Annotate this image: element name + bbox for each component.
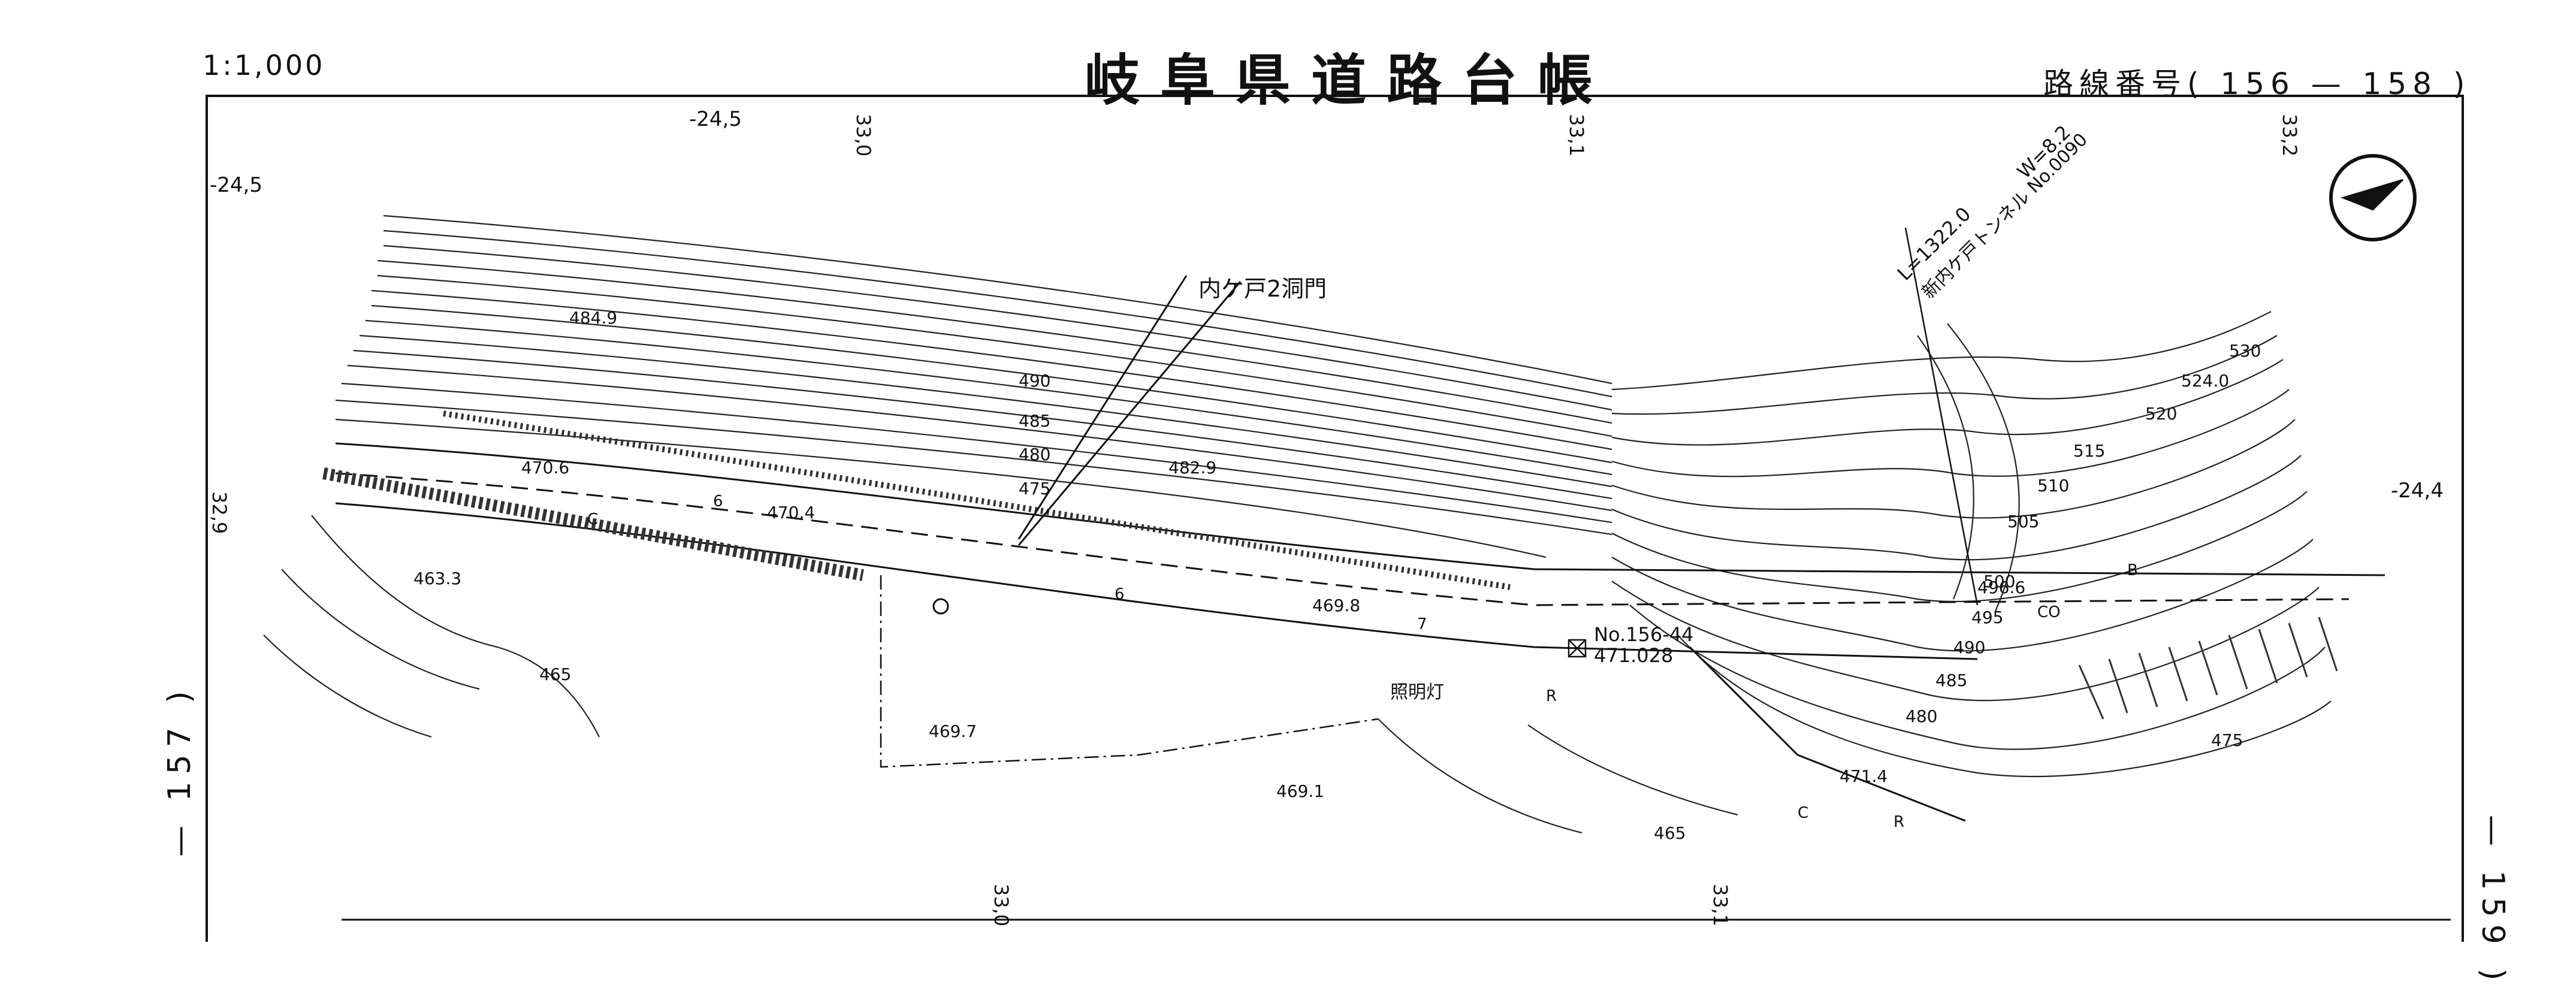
elevation-label: 463.3 — [413, 569, 461, 588]
contours-left — [335, 214, 1612, 558]
contour-label: 510 — [2037, 476, 2069, 495]
grid-value: -24,4 — [2391, 479, 2444, 503]
contour-label: 495 — [1971, 608, 2003, 627]
light-label: 照明灯 — [1390, 682, 1444, 703]
station-no: No.156-44 — [1594, 623, 1693, 646]
elevation-label: 471.4 — [1840, 766, 1888, 786]
elevation-label: 469.8 — [1312, 596, 1360, 615]
contour-label: 485 — [1935, 670, 1967, 690]
elevation-label: 484.9 — [569, 308, 617, 328]
station-elev: 471.028 — [1594, 644, 1673, 667]
map-frame — [206, 95, 2464, 942]
feature-label: 内ケ戸2洞門 — [1198, 276, 1327, 302]
contour-label: 490 — [1953, 637, 1985, 657]
contour-label: 500 — [1983, 572, 2015, 591]
map-scale: 1:1,000 — [203, 49, 325, 81]
contour-label: 515 — [2073, 441, 2105, 461]
grid-value: 33,0 — [990, 884, 1013, 926]
elevation-label: 469.1 — [1276, 781, 1324, 801]
road — [322, 410, 2385, 660]
grid-value: -24,5 — [689, 107, 742, 131]
grid-value: 33,1 — [1709, 884, 1732, 926]
retaining-walls — [2078, 617, 2338, 720]
contours-lower-left — [263, 515, 1738, 834]
road-mark: 6 — [1115, 585, 1125, 603]
grid-value: 33,0 — [852, 114, 875, 156]
road-mark: C — [1798, 804, 1808, 822]
road-mark: 6 — [713, 493, 723, 510]
contour-label: 490 — [1019, 371, 1050, 391]
road-mark: B — [2127, 561, 2138, 579]
contour-label: 475 — [1019, 479, 1050, 498]
structures — [880, 154, 2417, 822]
contour-label: 530 — [2229, 341, 2261, 361]
contour-label: 520 — [2145, 404, 2177, 424]
station-box — [1568, 639, 1587, 658]
grid-value: -24,5 — [210, 173, 262, 197]
elevation-label: 496.6 — [1977, 578, 2025, 597]
contour-label: 465 — [1654, 823, 1686, 843]
contour-label: 485 — [1019, 411, 1050, 431]
elevation-label: 469.7 — [929, 721, 977, 741]
elevation-label: 470.4 — [767, 503, 815, 522]
map-title: 岐阜県道路台帳 — [1085, 48, 1614, 113]
contour-label: 480 — [1905, 706, 1937, 726]
grid-value: 32,9 — [208, 491, 231, 534]
road-mark: 7 — [1417, 615, 1427, 633]
contours-right — [1611, 311, 2332, 777]
contour-label: 465 — [539, 664, 571, 684]
elevation-label: 482.9 — [1168, 458, 1216, 478]
road-mark: R — [1546, 687, 1557, 705]
elevation-label: 524.0 — [2181, 371, 2229, 391]
road-mark: CO — [2037, 603, 2061, 621]
grid-value: 33,2 — [2278, 114, 2301, 156]
road-mark: R — [1894, 813, 1904, 831]
north-arrow — [2329, 154, 2417, 241]
tunnel-label: 新内ケ戸トンネル No.0090 — [1918, 129, 2092, 303]
contour-label: 505 — [2007, 512, 2039, 531]
road-mark: C — [587, 510, 598, 528]
grid-value: 33,1 — [1565, 114, 1588, 156]
road-map: 内ケ戸2洞門 L=1322.0 W=8.2 新内ケ戸トンネル No.0090 N… — [206, 95, 2464, 942]
contour-label: 475 — [2211, 730, 2243, 750]
elevation-label: 470.6 — [521, 458, 569, 478]
contour-label: 480 — [1019, 445, 1050, 464]
